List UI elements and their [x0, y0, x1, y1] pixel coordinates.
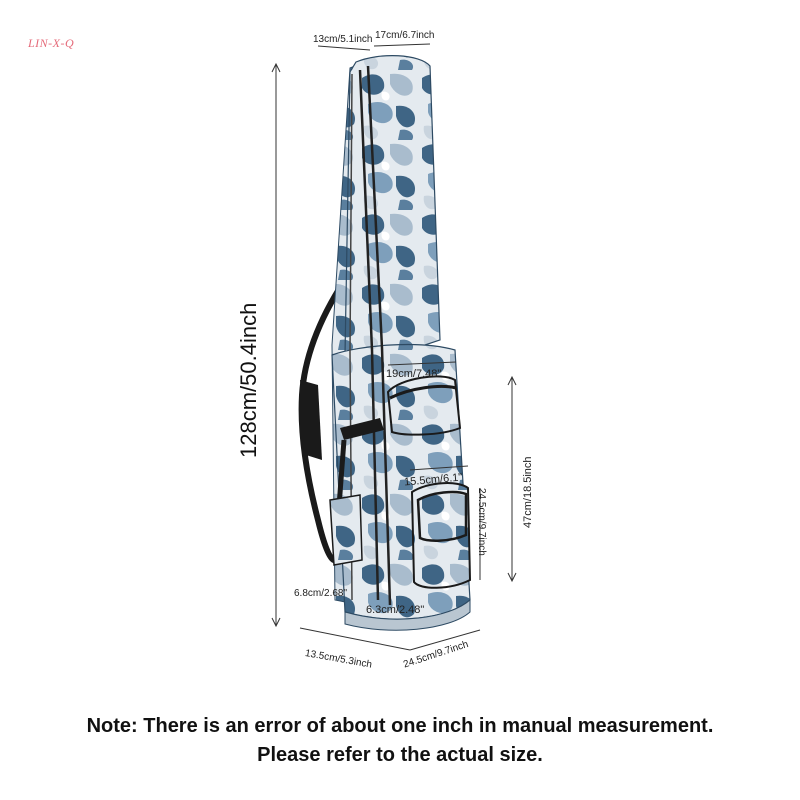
lower-pocket — [410, 482, 472, 589]
strap-pad — [300, 380, 322, 460]
zipper-line-2 — [366, 65, 392, 606]
upper-pocket — [386, 375, 462, 436]
brand-watermark: LIN-X-Q — [28, 36, 75, 50]
bottom-depth-a-label: 6.8cm/2.68" — [294, 588, 348, 599]
product-illustration — [271, 43, 517, 651]
upper-pocket-width-label: 19cm/7.48" — [386, 368, 442, 380]
total-height-label: 128cm/50.4inch — [236, 302, 261, 458]
upper-section-height-label: 47cm/18.5inch — [522, 456, 534, 528]
bag-base — [344, 598, 471, 631]
note-line-1: Note: There is an error of about one inc… — [86, 715, 714, 737]
dimension-lines — [271, 43, 517, 651]
side-pocket — [329, 494, 363, 566]
measurement-note: Note: There is an error of about one inc… — [0, 712, 800, 770]
top-width-b-label: 17cm/6.7inch — [375, 30, 435, 41]
fishing-rod-bag-diagram — [271, 43, 517, 651]
zipper-line-1 — [358, 69, 380, 601]
bottom-depth-b-label: 6.3cm/2.48" — [366, 604, 425, 616]
note-line-2: Please refer to the actual size. — [257, 744, 543, 766]
carry-handle — [340, 418, 384, 440]
top-width-a-label: 13cm/5.1inch — [313, 34, 373, 45]
lower-pocket-height-label: 24.5cm/9.7inch — [476, 488, 487, 556]
bag-upper-body — [344, 55, 441, 361]
shoulder-strap — [298, 263, 358, 563]
